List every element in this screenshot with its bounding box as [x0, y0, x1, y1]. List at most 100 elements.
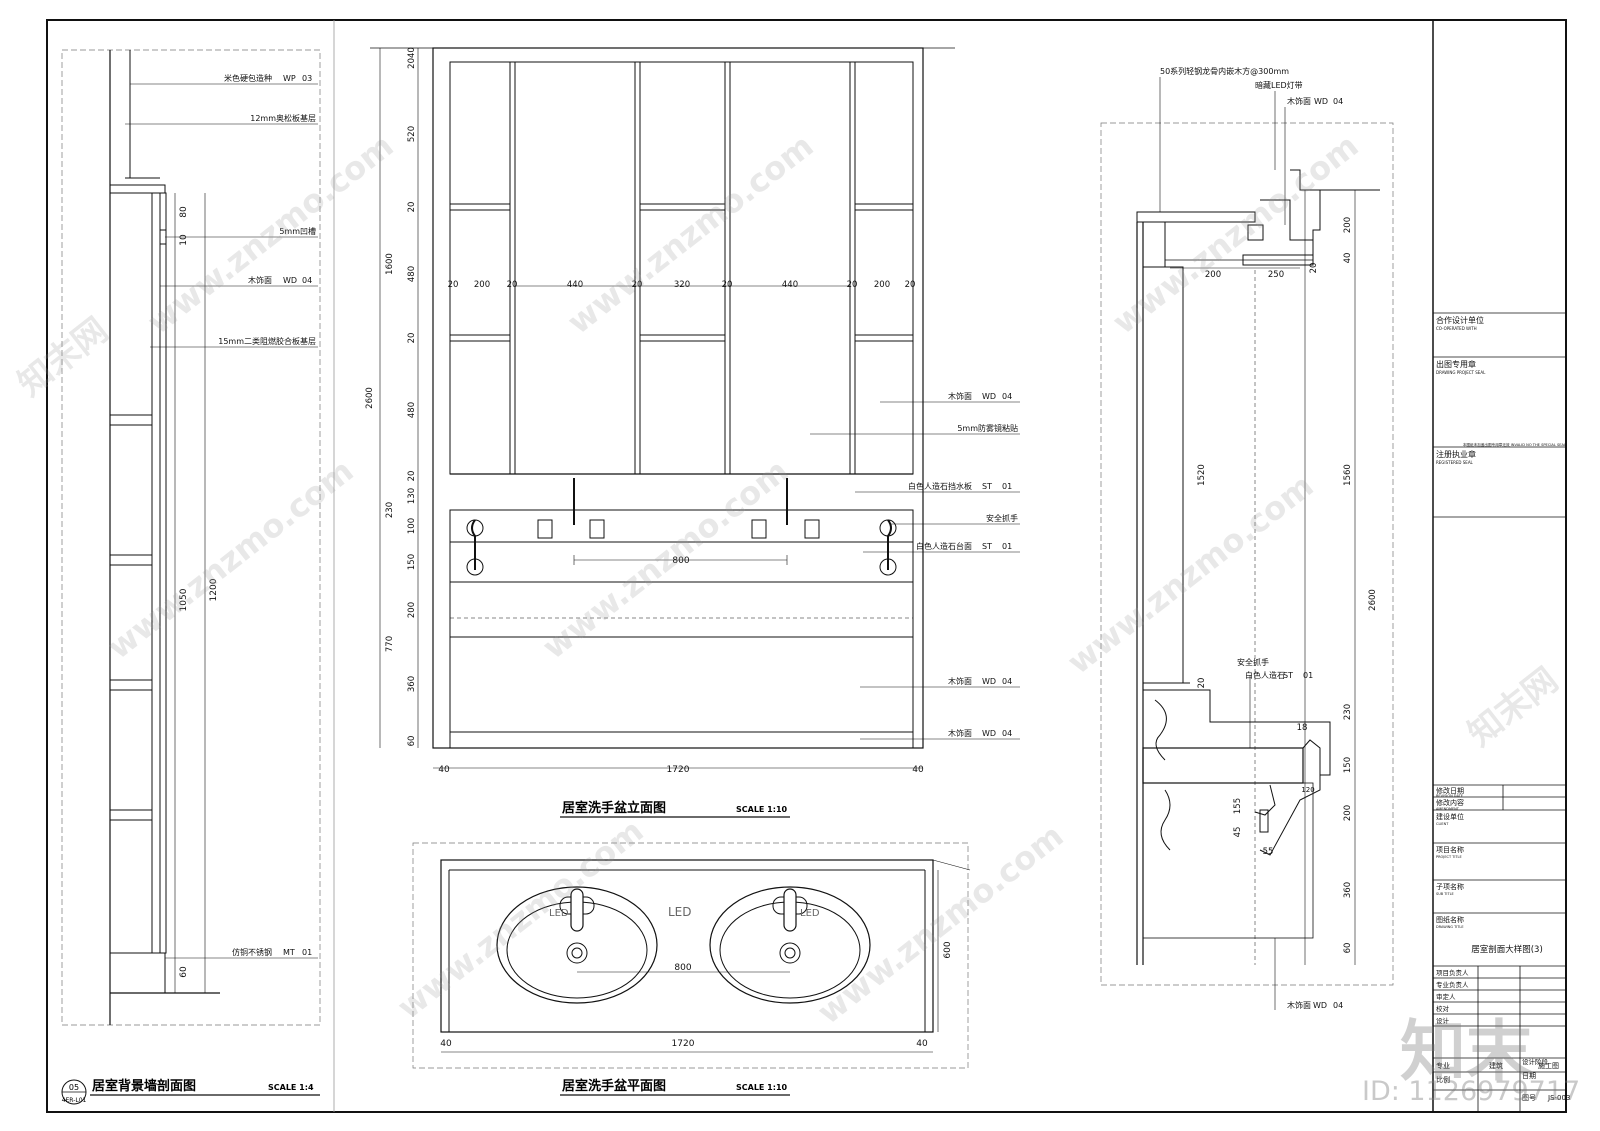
right-dim: 20	[1197, 678, 1207, 689]
left-dims: 80 10 1050 1200 60	[179, 206, 219, 978]
left-section-scale: SCALE 1:4	[268, 1083, 314, 1092]
elev-h-dim: 20	[507, 280, 518, 290]
plan-led-label: LED	[549, 908, 569, 919]
section-badge-bottom: 4ER-L01	[62, 1097, 87, 1104]
right-dim: 40	[1343, 253, 1353, 264]
right-dim: 155	[1233, 798, 1243, 814]
elevation-callouts: 木饰面 WD 04 5mm防雾镜粘贴 白色人造石挡水板 ST 01 安全抓手 白…	[908, 391, 1018, 738]
elev-callout-text: 木饰面	[948, 676, 972, 686]
left-section-title: 居室背景墙剖面图	[92, 1078, 196, 1094]
right-dim: 200	[1343, 805, 1353, 821]
elev-v-dim: 20	[407, 333, 417, 344]
tb-scale-label: 比例	[1436, 1075, 1450, 1084]
elev-v-dim: 480	[407, 266, 417, 282]
left-callout-num: 04	[302, 276, 312, 285]
tb-client-en: CLIENT	[1436, 822, 1449, 826]
right-leaders	[1159, 77, 1286, 1010]
elev-v-dim: 480	[407, 402, 417, 418]
tb-speciality: 建筑	[1489, 1061, 1503, 1070]
right-dim: 60	[1343, 943, 1353, 954]
left-callouts: 米色硬包造种 WP 03 12mm奥松板基层 5mm凹槽 木饰面 WD 04 1…	[218, 73, 316, 957]
right-callout-text: 安全抓手	[1237, 657, 1269, 667]
tb-cooperative-unit: 合作设计单位	[1436, 315, 1484, 325]
left-callout-leaders	[125, 83, 318, 959]
elevation-leaders	[810, 401, 1020, 740]
tb-drawing-title-label: 图纸名称	[1436, 915, 1464, 924]
elev-callout-text: 安全抓手	[986, 513, 1018, 523]
elevation-drawing	[370, 47, 955, 769]
left-callout-text: 米色硬包造种	[224, 73, 272, 83]
tb-reg-seal: 注册执业章	[1436, 449, 1476, 459]
elev-v-dim: 150	[407, 554, 417, 570]
elev-callout-code: WD	[982, 392, 996, 401]
elev-v-dim: 2040	[407, 47, 417, 69]
tb-row-label: 审定人	[1436, 992, 1456, 1001]
elev-h-dim: 440	[782, 280, 798, 290]
left-callout-text: 12mm奥松板基层	[250, 113, 316, 123]
elev-callout-code: ST	[982, 542, 992, 551]
tb-number-label: 图号	[1522, 1094, 1536, 1102]
tb-rev-date: 修改日期	[1436, 786, 1464, 795]
right-dim: 1520	[1197, 464, 1207, 486]
elev-v-dim: 200	[407, 602, 417, 618]
tb-client: 建设单位	[1436, 812, 1464, 821]
elev-callout-num: 01	[1002, 542, 1012, 551]
tb-drawing-title-label-en: DRAWING TITLE	[1436, 925, 1464, 929]
left-callout-num: 01	[302, 948, 312, 957]
elevation-h-dims: 20 200 20 440 20 320 20 440 20 200 20 80…	[438, 280, 924, 775]
elev-v-dim: 230	[385, 502, 395, 518]
tb-row-label: 设计	[1436, 1016, 1450, 1025]
elev-callout-num: 04	[1002, 729, 1012, 738]
elev-h-dim: 320	[674, 280, 690, 290]
tb-project-en: PROJECT TITLE	[1436, 855, 1462, 859]
right-dim: 200	[1205, 270, 1221, 280]
elev-callout-code: WD	[982, 677, 996, 686]
left-callout-text: 仿铜不锈钢	[232, 947, 272, 957]
tb-drawing-title: 居室剖面大样图(3)	[1471, 944, 1543, 955]
elev-v-dim: 20	[407, 202, 417, 213]
elev-v-dim: 520	[407, 126, 417, 142]
tb-rev-content-en: AMENDMENT	[1436, 807, 1460, 811]
plan-led-label: LED	[800, 908, 820, 919]
tb-reg-seal-en: REGISTERED SEAL	[1436, 460, 1474, 465]
elev-h-dim: 20	[905, 280, 916, 290]
plan-title: 居室洗手盆平面图	[562, 1078, 666, 1094]
elev-callout-text: 白色人造石挡水板	[908, 481, 972, 491]
plan-bottom-dim: 40	[916, 1039, 928, 1049]
right-dim: 150	[1343, 757, 1353, 773]
left-dim: 10	[179, 234, 189, 246]
left-section-drawing	[61, 49, 321, 1026]
right-callout-text: 木饰面	[1287, 1000, 1311, 1010]
elev-callout-text: 木饰面	[948, 728, 972, 738]
right-callouts: 50系列轻钢龙骨内嵌木方@300mm 暗藏LED灯带 木饰面 WD 04 安全抓…	[1160, 66, 1343, 1010]
right-dim: 18	[1297, 723, 1308, 733]
right-dim: 250	[1268, 270, 1284, 280]
tb-rev-content: 修改内容	[1436, 798, 1464, 807]
plan-drawing	[412, 842, 971, 1069]
left-callout-text: 木饰面	[248, 275, 272, 285]
right-dim: 120	[1301, 786, 1314, 794]
watermark-id: ID: 1126979717	[1362, 1076, 1581, 1107]
left-dim: 80	[179, 206, 189, 218]
left-dim: 1200	[209, 578, 219, 601]
plan-scale: SCALE 1:10	[736, 1083, 788, 1092]
elev-callout-code: ST	[982, 482, 992, 491]
tb-stage: 施工图	[1538, 1061, 1559, 1070]
left-title-group: 05 4ER-L01 居室背景墙剖面图 SCALE 1:4	[61, 1078, 320, 1105]
tb-date-label: 日期	[1522, 1072, 1536, 1080]
elev-v-dim: 60	[407, 736, 417, 747]
tb-seal-en: DRAWING PROJECT SEAL	[1436, 370, 1486, 375]
right-section-drawing	[1100, 122, 1394, 986]
right-callout-text: 50系列轻钢龙骨内嵌木方@300mm	[1160, 66, 1289, 76]
tb-sub-title-en: SUB TITLE	[1436, 892, 1454, 896]
left-dim: 1050	[179, 588, 189, 611]
right-dim: 360	[1343, 882, 1353, 898]
elev-callout-num: 04	[1002, 392, 1012, 401]
right-callout-code: WD	[1314, 97, 1328, 106]
tb-row-label: 专业负责人	[1436, 980, 1469, 989]
elev-basin-dim: 800	[672, 556, 689, 566]
tb-project: 项目名称	[1436, 845, 1464, 854]
elev-h-dim: 440	[567, 280, 583, 290]
tb-row-label: 项目负责人	[1436, 968, 1469, 977]
